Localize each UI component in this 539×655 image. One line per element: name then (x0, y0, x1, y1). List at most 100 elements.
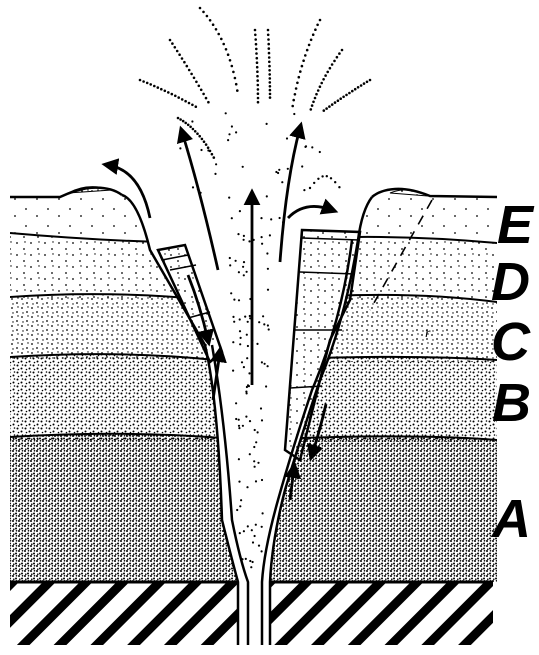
dust-dot (256, 75, 259, 78)
dust-dot (247, 525, 249, 527)
dust-dot (254, 34, 257, 37)
dust-dot (242, 266, 244, 268)
dust-dot (246, 357, 248, 359)
dust-dot (238, 427, 240, 429)
dust-dot (253, 446, 255, 448)
dust-dot (268, 65, 271, 68)
dust-dot (246, 334, 248, 336)
dust-dot (269, 234, 271, 236)
dust-dot (242, 166, 244, 168)
dust-dot (252, 541, 254, 543)
dust-dot (369, 79, 372, 82)
dust-dot (270, 218, 272, 220)
dust-dot (262, 512, 264, 514)
dust-dot (255, 441, 257, 443)
dust-dot (179, 147, 181, 149)
dust-dot (186, 148, 188, 150)
dust-dot (197, 188, 199, 190)
dust-dot (319, 19, 322, 22)
dust-dot (202, 11, 205, 14)
dust-dot (245, 416, 247, 418)
layer-label-b: B (492, 373, 531, 433)
dust-dot (299, 70, 302, 73)
dust-dot (182, 120, 185, 123)
dust-dot (239, 343, 241, 345)
dust-dot (296, 82, 299, 85)
dust-dot (238, 271, 240, 273)
dust-dot (265, 385, 267, 387)
dust-dot (304, 54, 307, 57)
dust-dot (232, 316, 234, 318)
dust-dot (178, 53, 181, 56)
dust-dot (321, 175, 323, 177)
layer-label-d: D (491, 252, 530, 312)
dust-dot (255, 43, 258, 46)
dust-dot (217, 33, 220, 36)
dust-dot (244, 316, 246, 318)
dust-dot (309, 187, 311, 189)
dust-dot (261, 361, 263, 363)
dust-dot (268, 52, 271, 55)
dust-dot (357, 86, 360, 89)
dust-dot (267, 289, 269, 291)
dust-dot (243, 274, 245, 276)
dust-dot (236, 509, 238, 511)
dust-dot (312, 101, 315, 104)
dust-dot (366, 81, 369, 84)
dust-dot (303, 189, 305, 191)
dust-dot (235, 131, 237, 133)
dust-dot (256, 66, 259, 69)
dust-dot (301, 65, 304, 68)
dust-dot (181, 57, 184, 60)
dust-dot (187, 124, 190, 127)
dust-dot (251, 339, 253, 341)
dust-dot (206, 15, 209, 18)
dust-dot (267, 324, 269, 326)
dust-dot (254, 29, 257, 32)
dust-dot (176, 50, 179, 53)
dust-dot (278, 169, 280, 171)
dust-dot (230, 292, 232, 294)
dust-dot (267, 43, 270, 46)
dust-dot (181, 98, 184, 101)
dust-dot (195, 81, 198, 84)
dust-dot (334, 181, 336, 183)
dust-dot (167, 91, 170, 94)
dust-dot (220, 38, 223, 41)
dust-dot (200, 149, 202, 151)
dust-dot (234, 77, 237, 80)
dust-dot (305, 145, 307, 147)
dust-dot (257, 462, 259, 464)
dust-dot (240, 499, 242, 501)
dust-dot (261, 419, 263, 421)
dust-dot (247, 345, 249, 347)
dust-dot (177, 117, 180, 120)
dust-dot (190, 73, 193, 76)
dust-dot (264, 363, 266, 365)
dust-dot (254, 535, 256, 537)
dust-dot (171, 42, 174, 45)
dust-dot (248, 385, 250, 387)
dust-dot (269, 85, 272, 88)
dust-dot (246, 271, 248, 273)
dust-dot (243, 239, 245, 241)
dust-dot (186, 65, 189, 68)
dust-dot (249, 298, 251, 300)
dust-dot (195, 105, 198, 108)
dust-dot (236, 89, 239, 92)
dust-dot (235, 260, 237, 262)
dust-dot (291, 105, 294, 108)
dust-dot (228, 197, 230, 199)
dust-dot (257, 101, 260, 104)
dust-dot (255, 57, 258, 60)
dust-dot (263, 323, 265, 325)
dust-dot (237, 233, 239, 235)
dust-dot (184, 122, 187, 125)
dust-dot (261, 243, 263, 245)
dust-dot (235, 83, 238, 86)
dust-dot (229, 257, 231, 259)
dust-dot (189, 126, 192, 129)
dust-dot (286, 137, 288, 139)
dust-dot (238, 419, 240, 421)
